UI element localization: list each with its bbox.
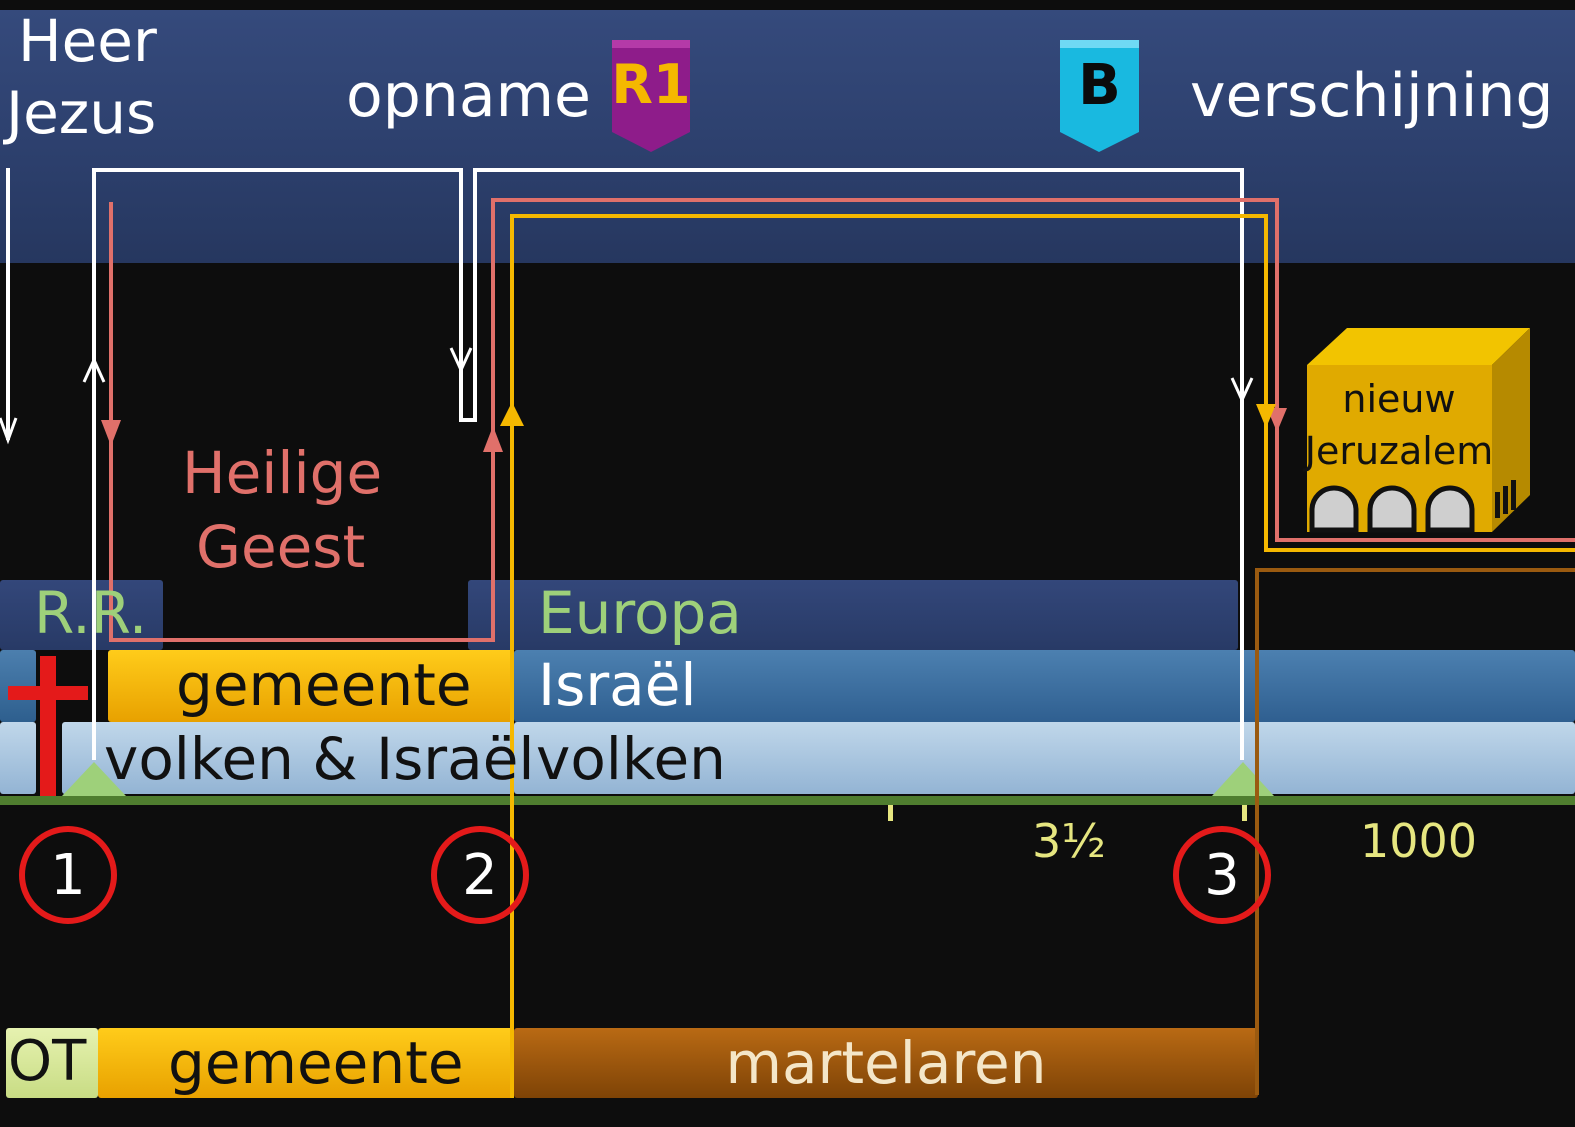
europa-label: Europa: [538, 579, 742, 647]
lord-path: [6, 168, 1244, 760]
rapture-label: opname: [346, 61, 591, 131]
arrow-up-icon: [483, 426, 503, 452]
martelaren-band: [514, 1028, 1258, 1098]
marker-3: 3: [1204, 843, 1240, 908]
millennium-label: 1000: [1360, 814, 1478, 868]
tick-mark-end: [1242, 805, 1247, 821]
timeline-axis: [0, 796, 1575, 805]
marker-2: 2: [462, 843, 498, 908]
marker-ring-1: [19, 826, 117, 924]
europa-band: [468, 580, 1238, 650]
r1-badge-icon: [612, 40, 690, 152]
volken-label: volken: [536, 725, 726, 793]
lord-label-line1: Heer: [18, 7, 157, 75]
arrow-up-icon: [500, 402, 524, 426]
marker-ring-2: [431, 826, 529, 924]
appearing-label: verschijning: [1190, 61, 1554, 131]
cross-icon: [8, 656, 88, 796]
arrow-down-icon: [449, 347, 473, 374]
lord-label-line2: Jezus: [6, 79, 157, 147]
half-week-label: 3½: [1032, 814, 1106, 868]
volken-israel-label: volken & Israël: [104, 725, 535, 793]
arrow-down-icon: [1267, 408, 1287, 432]
israel-band: [514, 650, 1575, 722]
gemeente-band: [108, 650, 514, 722]
marker-triangle-1: [62, 762, 126, 796]
arrow-down-icon: [101, 420, 121, 446]
martelaren-label: martelaren: [725, 1029, 1047, 1097]
marker-ring-3: [1173, 826, 1271, 924]
jerusalem-label-line2: Jeruzalem: [1304, 429, 1494, 473]
spirit-label-line2: Geest: [196, 513, 366, 581]
marker-triangle-3: [1212, 762, 1274, 796]
martyrs-path: [1255, 568, 1575, 1095]
rr-label: R.R.: [34, 579, 148, 647]
arrow-down-icon: [1230, 377, 1254, 404]
rapture-badge-text: R1: [611, 53, 691, 116]
church-path: [510, 214, 1575, 1098]
tick-mark-midweek: [888, 805, 893, 821]
ot-band: [6, 1028, 98, 1098]
marker-1: 1: [50, 843, 86, 908]
spirit-label-line1: Heilige: [182, 439, 383, 507]
jerusalem-label-line1: nieuw: [1342, 377, 1456, 421]
arrow-down-icon: [1256, 404, 1276, 428]
b-badge-icon: [1060, 40, 1139, 152]
appearing-badge-text: B: [1078, 53, 1121, 118]
gemeente-label: gemeente: [176, 651, 472, 719]
gemeente-bottom-band: [98, 1028, 514, 1098]
gemeente-bottom-label: gemeente: [168, 1029, 464, 1097]
arrow-down-icon: [0, 417, 18, 445]
volken-band: [514, 722, 1575, 794]
heaven-band: [0, 10, 1575, 263]
spirit-path: [109, 198, 1575, 642]
volken-band-left: [0, 722, 36, 794]
volken-israel-band: [62, 722, 514, 794]
arrow-up-icon: [82, 356, 106, 383]
israel-label: Israël: [538, 651, 697, 719]
ot-label: OT: [8, 1029, 87, 1094]
